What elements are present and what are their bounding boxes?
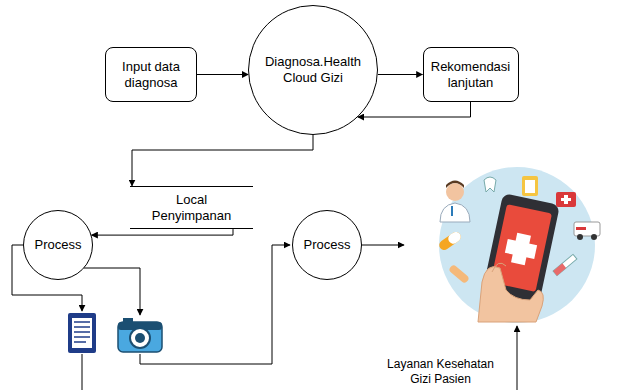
wire <box>82 354 83 390</box>
document-page <box>72 318 92 348</box>
node-text: Input data diagnosa <box>113 59 189 90</box>
ambulance-icon <box>574 222 600 240</box>
pill-icon <box>437 230 462 252</box>
syringe-icon <box>553 254 577 275</box>
first-aid-icon <box>556 192 576 207</box>
flow-arrow <box>378 74 423 75</box>
tooth-icon <box>484 177 496 192</box>
camera-lens-inner <box>135 333 145 343</box>
document-lines <box>74 322 90 342</box>
node-text: Diagnosa.Health Cloud Gizi <box>257 54 369 85</box>
node-text: Local Penyimpanan <box>144 192 239 223</box>
camera-lens <box>130 328 150 348</box>
data-store: Local Penyimpanan <box>130 186 253 229</box>
doctor-figure <box>440 181 470 223</box>
flow-arrow <box>197 74 248 75</box>
input-box: Input data diagnosa <box>105 47 197 102</box>
document-icon <box>68 313 96 353</box>
circle-outline <box>249 6 378 135</box>
wire <box>362 245 404 246</box>
illustration-ground <box>439 167 595 323</box>
wire <box>517 326 518 390</box>
process-circle: Process <box>292 210 362 280</box>
flow-arrow <box>358 102 471 117</box>
circle-outline <box>293 211 362 280</box>
flow-arrow <box>132 135 313 186</box>
process-circle: Process <box>23 210 93 280</box>
clipboard-icon <box>522 176 538 196</box>
camera-button <box>123 318 133 323</box>
wire <box>84 268 140 315</box>
camera-body <box>118 322 162 352</box>
circle-outline <box>24 211 93 280</box>
cloud-circle: Diagnosa.Health Cloud Gizi <box>248 5 378 135</box>
node-text: Process <box>35 237 82 253</box>
wires <box>12 245 517 390</box>
hand <box>478 263 543 322</box>
camera-icon <box>118 318 162 352</box>
bandage-icon <box>448 264 470 284</box>
document-body <box>68 313 96 353</box>
node-text: Rekomendasi lanjutan <box>431 59 511 90</box>
service-label: Layanan Kesehatan Gizi Pasien <box>378 357 503 387</box>
recommendation-box: Rekomendasi lanjutan <box>423 47 519 102</box>
flow-arrow <box>92 229 233 235</box>
health-illustration <box>437 167 600 323</box>
node-text: Process <box>304 237 351 253</box>
